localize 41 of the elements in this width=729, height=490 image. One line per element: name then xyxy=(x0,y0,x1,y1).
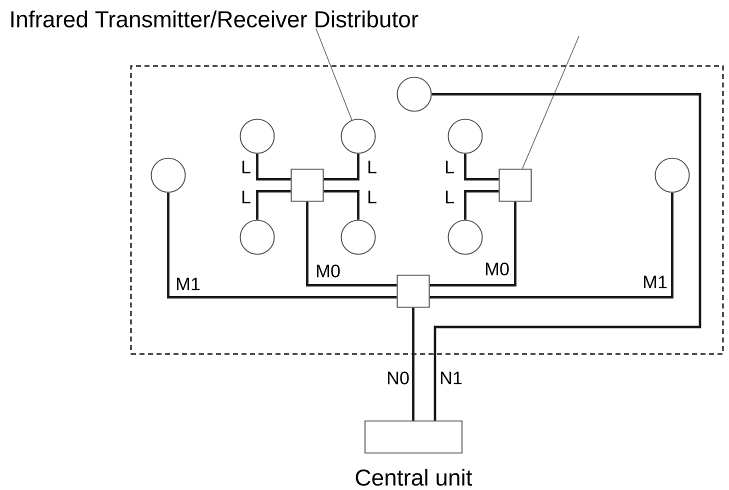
transceiver-circle xyxy=(448,118,483,154)
edge-label: L xyxy=(240,160,252,174)
callout-label: Infrared Transmitter/Receiver Distributor xyxy=(11,10,418,28)
cable-line xyxy=(306,202,397,286)
edge-label: N0 xyxy=(386,370,410,386)
transceiver-circle xyxy=(448,220,483,255)
cable-line xyxy=(256,154,291,180)
cable-line xyxy=(324,154,360,180)
transceiver-circle xyxy=(654,158,690,193)
cable-line xyxy=(324,190,360,220)
edge-label: M1 xyxy=(642,274,668,290)
transceiver-circle xyxy=(240,118,275,154)
cable-line xyxy=(430,202,516,286)
cable-line xyxy=(256,190,291,220)
edge-label: M0 xyxy=(484,262,510,276)
edge-label: L xyxy=(366,160,378,174)
cable-line xyxy=(432,93,702,420)
cable-line xyxy=(430,192,674,298)
leader-line xyxy=(316,28,352,120)
distributor-box xyxy=(290,168,324,202)
edge-label: L xyxy=(240,190,252,204)
dashed-frame xyxy=(130,65,724,355)
edge-label: M0 xyxy=(314,264,342,278)
edge-label: M1 xyxy=(174,276,202,292)
transceiver-circle xyxy=(340,220,376,255)
cable-line xyxy=(464,190,499,220)
transceiver-circle xyxy=(150,158,186,193)
edge-label: L xyxy=(366,190,378,204)
edge-label: N1 xyxy=(438,370,464,386)
transceiver-circle xyxy=(340,118,376,154)
distributor-box xyxy=(396,274,430,308)
transceiver-circle xyxy=(240,220,275,255)
unit-label: Central unit xyxy=(356,468,472,486)
cable-line xyxy=(167,192,397,298)
cable-line xyxy=(464,154,499,180)
distributor-box xyxy=(498,168,532,202)
edge-label: L xyxy=(444,190,456,204)
edge-label: L xyxy=(444,160,456,174)
leader-line xyxy=(522,36,580,170)
cable-line xyxy=(412,308,414,420)
transceiver-circle xyxy=(396,76,432,112)
